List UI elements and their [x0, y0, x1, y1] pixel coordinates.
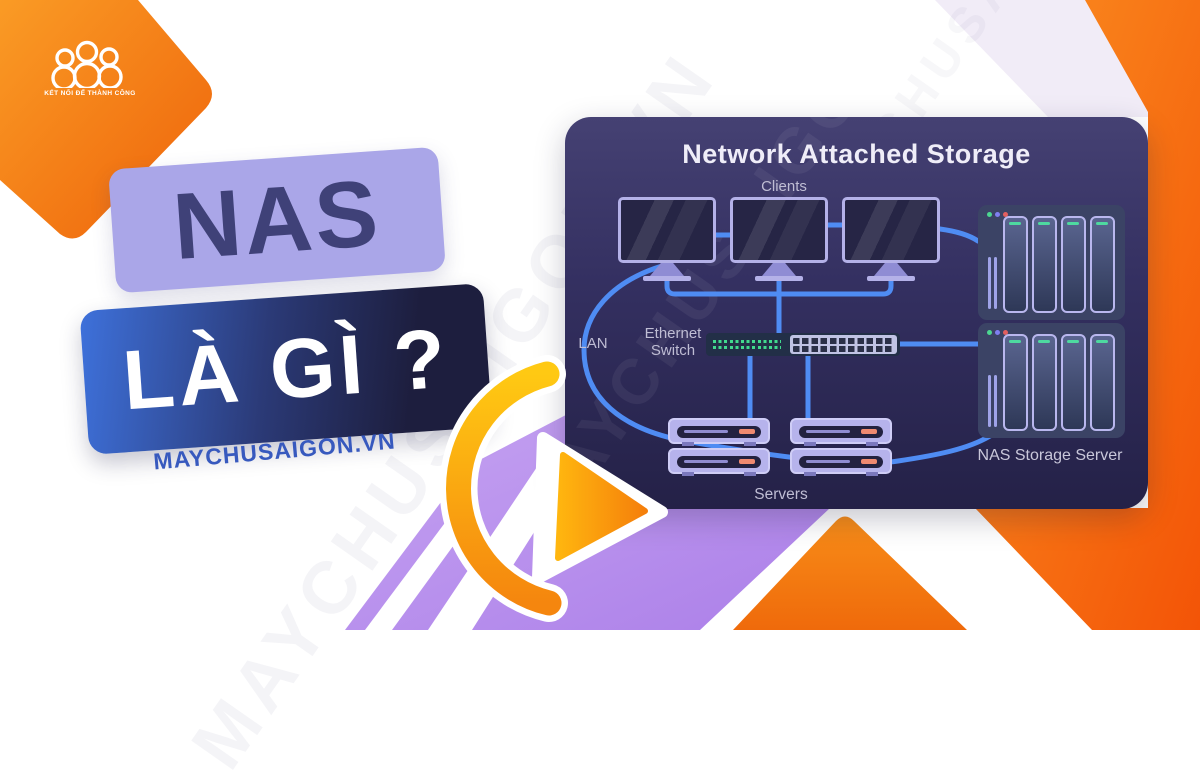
- lan-label: LAN: [578, 335, 608, 352]
- monitor-screen: [842, 197, 940, 263]
- diagram-title: Network Attached Storage: [682, 139, 1031, 169]
- bay-led: [1038, 222, 1050, 225]
- server-device: [790, 448, 892, 476]
- drive-bay: [1061, 216, 1086, 313]
- server-slot: [677, 456, 761, 468]
- vent-bar: [994, 375, 997, 427]
- drive-bay: [1090, 334, 1115, 431]
- switch-led-row: [713, 346, 781, 349]
- bay-led: [1009, 222, 1021, 225]
- bay-led: [1096, 222, 1108, 225]
- hero-banner-lagi: LÀ GÌ ?: [79, 283, 493, 455]
- server-bar: [684, 460, 728, 463]
- drive-bay: [1061, 334, 1086, 431]
- monitor-screen: [730, 197, 828, 263]
- server-indicator: [739, 459, 755, 464]
- drive-bay: [1032, 334, 1057, 431]
- vent-bar: [988, 375, 991, 427]
- hero-title-line1: NAS: [169, 159, 385, 280]
- vent-bar: [994, 257, 997, 309]
- server-slot: [677, 426, 761, 438]
- led-blue: [995, 330, 1000, 335]
- server-slot: [799, 456, 883, 468]
- server-foot: [866, 442, 878, 446]
- orange-bottom-triangle: [733, 516, 967, 630]
- server-indicator: [861, 459, 877, 464]
- server-indicator: [861, 429, 877, 434]
- drive-bay: [1003, 334, 1028, 431]
- server-bar: [806, 460, 850, 463]
- client-monitor: [730, 197, 828, 283]
- server-foot: [866, 472, 878, 476]
- bay-led: [1067, 340, 1079, 343]
- server-device: [790, 418, 892, 446]
- nas-storage-unit: [978, 205, 1125, 320]
- server-slot: [799, 426, 883, 438]
- switch-port-row: [793, 346, 894, 352]
- server-bar: [684, 430, 728, 433]
- bay-led: [1096, 340, 1108, 343]
- lavender-corner-band: [935, 0, 1148, 117]
- server-foot: [744, 472, 756, 476]
- server-bar: [806, 430, 850, 433]
- switch-port-block: [790, 335, 897, 354]
- logo-tagline: KẾT NỐI ĐỂ THÀNH CÔNG: [44, 90, 136, 97]
- led-red: [1003, 330, 1008, 335]
- clients-label: Clients: [761, 178, 807, 195]
- server-foot: [804, 472, 816, 476]
- server-indicator: [739, 429, 755, 434]
- server-foot: [804, 442, 816, 446]
- led-red: [1003, 212, 1008, 217]
- switch-port-row: [793, 338, 894, 344]
- company-logo-icon: [51, 40, 123, 88]
- ethernet-switch-label: Ethernet Switch: [633, 325, 713, 359]
- switch-led-row: [713, 340, 781, 343]
- vent-bar: [988, 257, 991, 309]
- nas-storage-unit: [978, 323, 1125, 438]
- monitor-stand: [650, 263, 684, 276]
- bay-led: [1067, 222, 1079, 225]
- bay-led: [1009, 340, 1021, 343]
- ethernet-switch-label-line2: Switch: [650, 342, 696, 359]
- client-monitor: [842, 197, 940, 283]
- hero-banner-nas: NAS: [108, 146, 446, 294]
- led-green: [987, 212, 992, 217]
- led-green: [987, 330, 992, 335]
- monitor-stand: [762, 263, 796, 276]
- server-foot: [744, 442, 756, 446]
- nas-diagram-panel: MAYCHUSAIGON.VN Network Attached Storage…: [565, 117, 1148, 509]
- drive-bay: [1003, 216, 1028, 313]
- server-device: [668, 448, 770, 476]
- ethernet-switch-device: [706, 333, 900, 356]
- monitor-base: [867, 276, 915, 281]
- monitor-base: [755, 276, 803, 281]
- client-monitor: [618, 197, 716, 283]
- servers-label: Servers: [754, 486, 808, 503]
- ethernet-switch-label-line1: Ethernet: [644, 325, 702, 342]
- monitor-screen: [618, 197, 716, 263]
- orange-top-left-shape: [0, 0, 212, 239]
- orange-right-shape: [975, 0, 1200, 630]
- server-foot: [682, 442, 694, 446]
- server-device: [668, 418, 770, 446]
- hero-title-line2: LÀ GÌ ?: [119, 310, 453, 427]
- drive-bay: [1090, 216, 1115, 313]
- client3-nas-line: [937, 226, 981, 244]
- monitor-stand: [874, 263, 908, 276]
- server-foot: [682, 472, 694, 476]
- drive-bay: [1032, 216, 1057, 313]
- bay-led: [1038, 340, 1050, 343]
- led-blue: [995, 212, 1000, 217]
- nas-storage-server-label: NAS Storage Server: [977, 447, 1123, 464]
- monitor-base: [643, 276, 691, 281]
